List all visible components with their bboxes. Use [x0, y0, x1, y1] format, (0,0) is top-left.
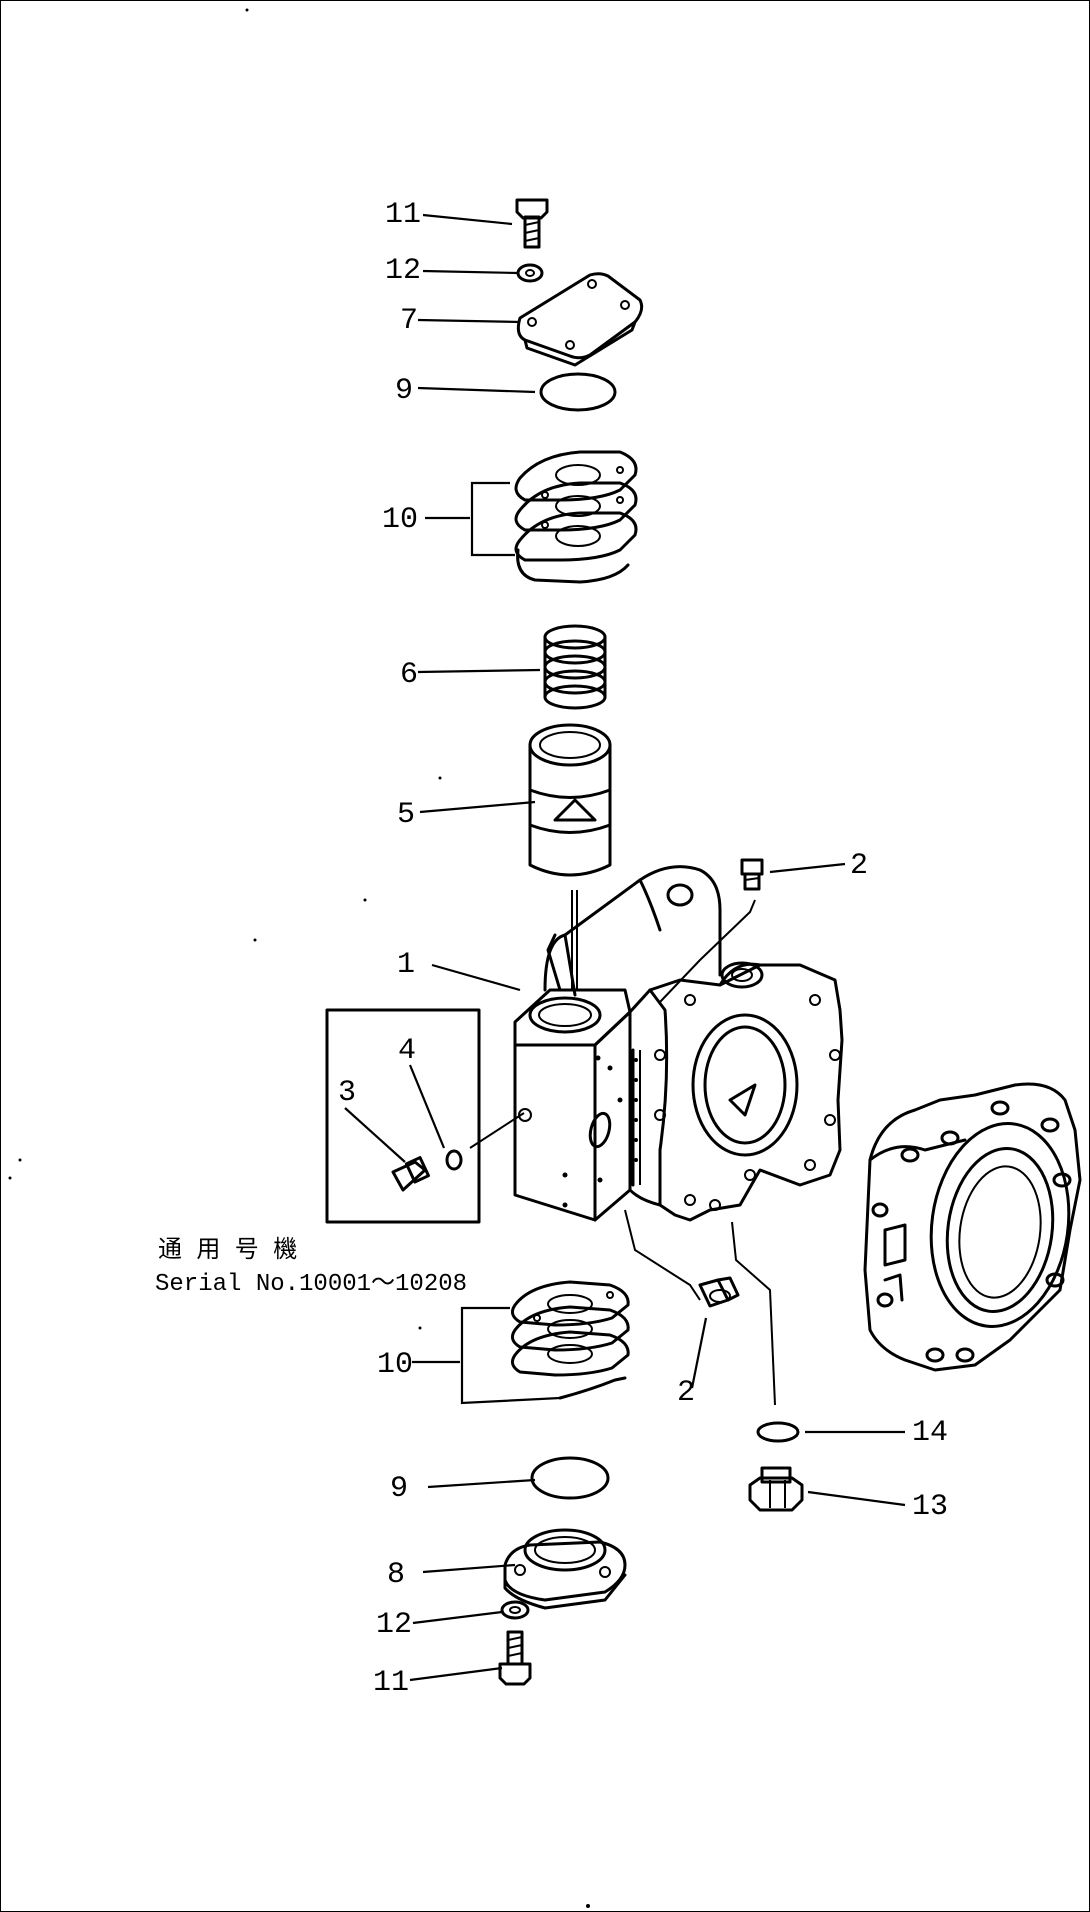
speck	[363, 898, 367, 902]
callout-12-bottom: 12	[376, 1608, 412, 1642]
callout-4: 4	[398, 1034, 416, 1068]
o-ring-9-bottom	[530, 1456, 610, 1500]
callout-9-bottom: 9	[390, 1472, 408, 1506]
callout-1: 1	[397, 948, 415, 982]
speck	[418, 1326, 422, 1330]
callout-9-top: 9	[395, 374, 413, 408]
callout-2-bottom: 2	[677, 1376, 695, 1410]
serial-note-range: Serial No.10001～10208	[155, 1271, 467, 1298]
callout-11-bottom: 11	[373, 1666, 409, 1700]
shim-stack-10-bottom	[510, 1280, 630, 1400]
callout-6: 6	[400, 658, 418, 692]
adjacent-housing	[863, 1082, 1082, 1372]
o-ring-9-top	[539, 372, 617, 412]
spring-6	[543, 624, 607, 710]
shim-stack-10-top	[514, 450, 638, 584]
callout-10-bottom: 10	[377, 1348, 413, 1382]
speck	[245, 8, 249, 12]
leader-lines	[344, 213, 906, 1682]
callout-3: 3	[338, 1076, 356, 1110]
spool-5	[528, 723, 612, 877]
speck	[586, 1904, 590, 1908]
plug-2-top	[740, 858, 764, 891]
callout-12-top: 12	[385, 254, 421, 288]
callout-5: 5	[397, 798, 415, 832]
serial-note-japanese: 通 用 号 機	[158, 1236, 297, 1265]
cover-8	[503, 1528, 627, 1610]
bolt-11-top	[515, 198, 549, 249]
callout-7: 7	[400, 304, 418, 338]
callout-14: 14	[912, 1416, 948, 1450]
washer-12-bottom	[500, 1600, 530, 1620]
callout-2-top: 2	[850, 849, 868, 883]
speck	[8, 1176, 12, 1180]
cover-7	[516, 272, 644, 367]
plug-2-bottom	[698, 1276, 740, 1308]
o-ring-14	[756, 1421, 800, 1443]
bolt-11-bottom	[498, 1630, 532, 1686]
speck	[253, 938, 257, 942]
callout-11-top: 11	[385, 198, 421, 232]
speck	[18, 1158, 22, 1162]
callout-8: 8	[387, 1558, 405, 1592]
inset-box-3-4	[325, 1008, 481, 1224]
callout-10-top: 10	[382, 503, 418, 537]
speck	[438, 776, 442, 780]
plug-13	[748, 1466, 804, 1512]
washer-12-top	[516, 263, 544, 283]
callout-13: 13	[912, 1490, 948, 1524]
housing-1	[513, 865, 844, 1222]
